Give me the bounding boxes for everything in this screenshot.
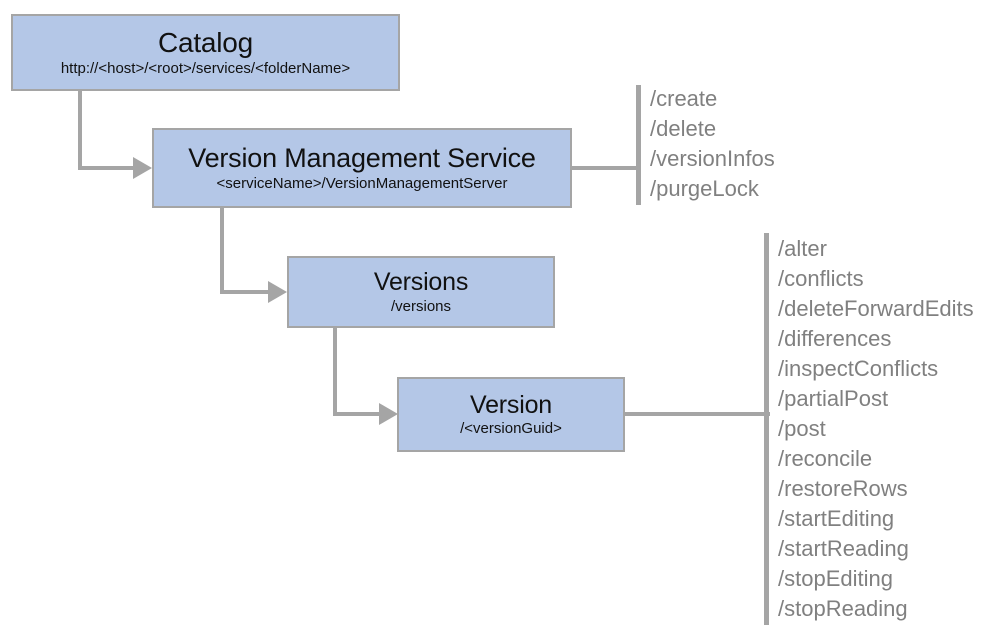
node-version[interactable]: Version /<versionGuid>: [397, 377, 625, 452]
connector-versions-vertical: [333, 328, 337, 416]
operations-rail-service: [636, 85, 641, 205]
operation-item[interactable]: /purgeLock: [650, 176, 759, 201]
operation-item[interactable]: /stopReading: [778, 596, 908, 621]
node-catalog-title: Catalog: [157, 27, 254, 59]
operation-item[interactable]: /conflicts: [778, 266, 864, 291]
connector-catalog-vertical: [78, 90, 82, 170]
connector-service-horizontal: [220, 290, 274, 294]
operation-item[interactable]: /deleteForwardEdits: [778, 296, 974, 321]
operation-list-version: /alter /conflicts /deleteForwardEdits /d…: [778, 234, 974, 624]
node-version-management-service[interactable]: Version Management Service <serviceName>…: [152, 128, 572, 208]
node-versions[interactable]: Versions /versions: [287, 256, 555, 328]
operation-item[interactable]: /inspectConflicts: [778, 356, 939, 381]
arrowhead-versions-to-version: [379, 403, 398, 425]
connector-catalog-horizontal: [78, 166, 135, 170]
operations-rail-version: [764, 233, 769, 625]
operation-item[interactable]: /differences: [778, 326, 892, 351]
operation-item[interactable]: /versionInfos: [650, 146, 775, 171]
connector-service-to-operations: [572, 166, 640, 170]
operation-item[interactable]: /post: [778, 416, 826, 441]
arrowhead-catalog-to-service: [133, 157, 152, 179]
operation-item[interactable]: /create: [650, 86, 718, 111]
node-version-subtitle: /<versionGuid>: [460, 420, 562, 437]
connector-versions-horizontal: [333, 412, 385, 416]
node-version-management-service-subtitle: <serviceName>/VersionManagementServer: [216, 174, 508, 192]
operation-item[interactable]: /startEditing: [778, 506, 895, 531]
operation-item[interactable]: /alter: [778, 236, 827, 261]
operation-item[interactable]: /stopEditing: [778, 566, 893, 591]
arrowhead-service-to-versions: [268, 281, 287, 303]
connector-service-vertical: [220, 208, 224, 294]
node-version-management-service-title: Version Management Service: [188, 143, 536, 174]
operation-item[interactable]: /partialPost: [778, 386, 889, 411]
operation-item[interactable]: /delete: [650, 116, 717, 141]
node-versions-subtitle: /versions: [390, 297, 452, 315]
connector-version-to-operations: [625, 412, 770, 416]
node-catalog-subtitle: http://<host>/<root>/services/<folderNam…: [60, 59, 351, 77]
operation-item[interactable]: /restoreRows: [778, 476, 908, 501]
node-catalog[interactable]: Catalog http://<host>/<root>/services/<f…: [11, 14, 400, 91]
node-version-title: Version: [470, 390, 552, 419]
operation-item[interactable]: /reconcile: [778, 446, 873, 471]
operation-list-service: /create /delete /versionInfos /purgeLock: [650, 84, 775, 204]
operation-item[interactable]: /startReading: [778, 536, 909, 561]
node-versions-title: Versions: [373, 268, 469, 297]
